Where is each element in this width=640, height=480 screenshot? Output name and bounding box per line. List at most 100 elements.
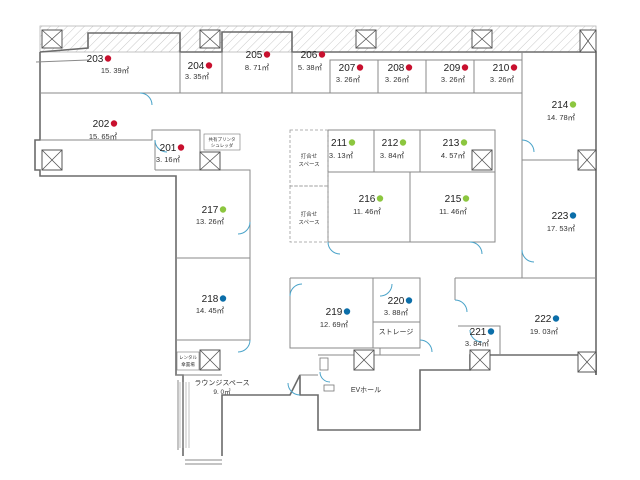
room-number: 203	[87, 54, 104, 65]
status-dot-red	[263, 51, 271, 58]
room-number: 207	[339, 63, 356, 74]
room-number: 216	[359, 194, 376, 205]
status-dot-red	[104, 55, 112, 62]
room-number: 218	[202, 294, 219, 305]
column	[353, 349, 375, 371]
structural-columns	[41, 29, 597, 373]
room-area: 3. 26㎡	[336, 75, 361, 84]
room-number: 210	[493, 63, 510, 74]
room-number: 217	[202, 205, 219, 216]
rental-umbrella-area: レンタル 傘置場	[176, 351, 200, 371]
room-number: 221	[470, 327, 487, 338]
room-number: 222	[535, 314, 552, 325]
room-number: 219	[326, 307, 343, 318]
printer-label-line2: シュレッダ	[211, 142, 234, 149]
room-area: 15. 39㎡	[101, 66, 130, 75]
room-area: 13. 26㎡	[196, 217, 225, 226]
room-area: 3. 26㎡	[490, 75, 515, 84]
status-dot-green	[460, 139, 468, 146]
meeting-space-1-line2: スペース	[298, 161, 319, 168]
room-number: 220	[388, 296, 405, 307]
room-222: 222 19. 03㎡	[530, 314, 560, 336]
column	[355, 29, 377, 49]
status-dot-blue	[552, 315, 560, 322]
room-number: 205	[246, 50, 263, 61]
room-area: 15. 65㎡	[89, 132, 118, 141]
room-number: 209	[444, 63, 461, 74]
status-dot-green	[399, 139, 407, 146]
room-202: 202 15. 65㎡	[89, 119, 118, 141]
room-number: 214	[552, 100, 569, 111]
room-216: 216 11. 46㎡	[353, 194, 384, 216]
status-dot-red	[177, 144, 185, 151]
room-area: 11. 46㎡	[353, 207, 381, 216]
room-area: 8. 71㎡	[245, 63, 270, 72]
room-area: 12. 69㎡	[320, 320, 349, 329]
status-dot-red	[205, 62, 213, 69]
column	[577, 351, 597, 373]
status-dot-green	[219, 206, 227, 213]
meeting-space-2-line1: 打合せ	[301, 210, 318, 218]
room-number: 202	[93, 119, 110, 130]
room-area: 5. 38㎡	[298, 63, 323, 72]
status-dot-red	[405, 64, 413, 71]
status-dot-red	[510, 64, 518, 71]
status-dot-blue	[343, 308, 351, 315]
storage-label: ストレージ	[379, 328, 414, 336]
status-dot-blue	[569, 212, 577, 219]
column	[469, 349, 491, 371]
room-area: 14. 45㎡	[196, 306, 225, 315]
column	[471, 149, 493, 171]
room-area: 3. 88㎡	[384, 308, 409, 317]
room-205: 205 8. 71㎡	[245, 50, 271, 72]
column	[41, 29, 63, 49]
room-area: 19. 03㎡	[530, 327, 559, 336]
meeting-space-1: 打合せ スペース	[298, 152, 319, 168]
elevator-doors	[319, 357, 335, 392]
room-number: 204	[188, 61, 205, 72]
column	[577, 149, 597, 171]
status-dot-red	[461, 64, 469, 71]
room-number: 212	[382, 138, 399, 149]
room-area: 3. 16㎡	[156, 155, 181, 164]
column	[199, 349, 221, 371]
room-area: 17. 53㎡	[547, 224, 576, 233]
status-dot-green	[376, 195, 384, 202]
status-dot-green	[569, 101, 577, 108]
room-area: 3. 84㎡	[465, 339, 490, 348]
room-area: 11. 46㎡	[439, 207, 467, 216]
status-dot-red	[110, 120, 118, 127]
status-dot-green	[348, 139, 356, 146]
column	[199, 151, 221, 171]
room-area: 3. 26㎡	[441, 75, 466, 84]
meeting-space-2: 打合せ スペース	[298, 210, 319, 226]
outer-walls	[34, 31, 597, 456]
status-dot-red	[318, 51, 326, 58]
room-area: 14. 78㎡	[547, 113, 576, 122]
room-number: 208	[388, 63, 405, 74]
lounge-area: 9. 0㎡	[213, 387, 231, 396]
room-number: 223	[552, 211, 569, 222]
lounge-label: ラウンジスペース	[194, 379, 249, 387]
room-area: 3. 26㎡	[385, 75, 410, 84]
room-number: 201	[160, 143, 177, 154]
status-dot-blue	[487, 328, 495, 335]
